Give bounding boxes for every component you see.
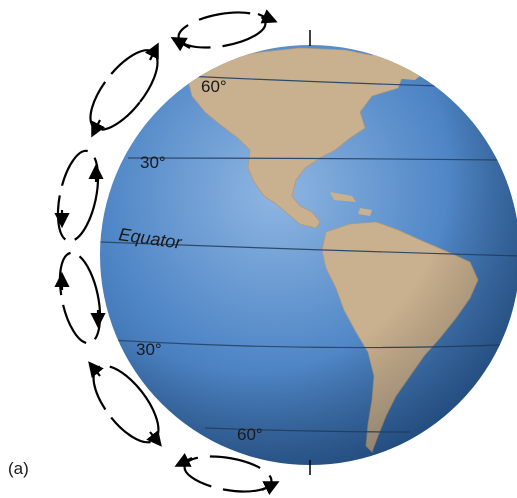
label-south-60: 60° <box>237 425 263 444</box>
label-south-30: 30° <box>136 340 162 359</box>
arrow-icon <box>174 452 193 467</box>
arrow-icon <box>88 361 104 379</box>
arrow-icon <box>261 481 280 496</box>
arrow-icon <box>144 42 159 61</box>
arrow-icon <box>91 119 106 138</box>
circulation-cell <box>170 9 278 52</box>
circulation-cell <box>54 149 104 243</box>
circulation-cells <box>54 9 280 496</box>
circulation-cell <box>174 452 280 496</box>
globe-shading <box>100 45 517 465</box>
label-north-30: 30° <box>140 153 166 172</box>
circulation-cell <box>88 361 162 447</box>
arrow-icon <box>146 429 162 447</box>
circulation-cell <box>54 251 106 345</box>
globe <box>100 30 517 475</box>
arrow-icon <box>257 9 278 24</box>
panel-label: (a) <box>8 459 29 478</box>
circulation-cell <box>89 42 159 138</box>
label-north-60: 60° <box>201 77 227 96</box>
arrow-icon <box>170 36 191 52</box>
